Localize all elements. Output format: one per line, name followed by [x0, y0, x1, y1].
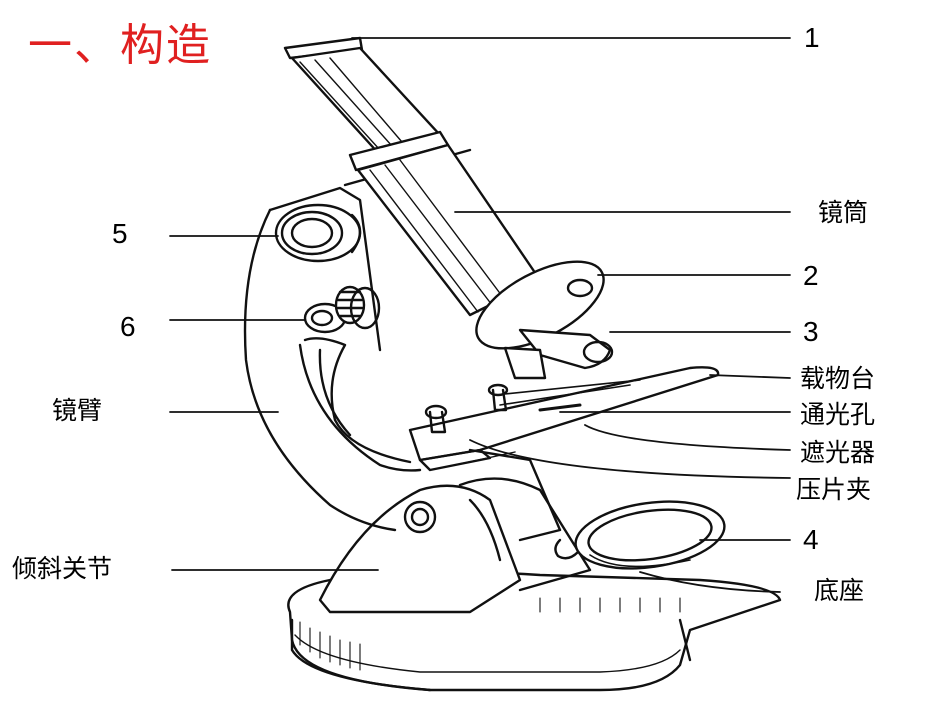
leader-stage — [709, 374, 791, 379]
label-base: 底座 — [814, 576, 865, 605]
label-2: 2 — [803, 260, 819, 291]
label-stage: 载物台 — [800, 364, 876, 393]
label-5: 5 — [112, 218, 128, 249]
nosepiece — [475, 260, 614, 380]
stage-clip — [424, 383, 509, 434]
label-3: 3 — [803, 316, 819, 347]
label-6: 6 — [120, 311, 136, 342]
label-arm: 镜臂 — [52, 396, 103, 425]
label-stage-aperture: 通光孔 — [800, 400, 876, 429]
leader-base — [639, 571, 781, 593]
label-tilt-joint: 倾斜关节 — [12, 554, 113, 583]
pillar — [318, 477, 592, 614]
label-4: 4 — [803, 524, 819, 555]
leader-diaphragm — [584, 424, 791, 451]
label-1: 1 — [804, 22, 820, 53]
mirror — [554, 500, 726, 570]
page-title: 一、构造 — [28, 20, 212, 71]
stage — [408, 366, 720, 472]
leader-clip — [469, 439, 791, 479]
label-stage-clip: 压片夹 — [796, 475, 872, 504]
tube — [283, 36, 542, 317]
coarse-focus-knob — [274, 203, 362, 263]
fine-focus-knob — [303, 285, 381, 334]
arm-connector — [468, 448, 562, 542]
label-tube: 镜筒 — [818, 198, 869, 227]
label-diaphragm: 遮光器 — [800, 438, 876, 467]
leader-lines — [169, 37, 791, 593]
